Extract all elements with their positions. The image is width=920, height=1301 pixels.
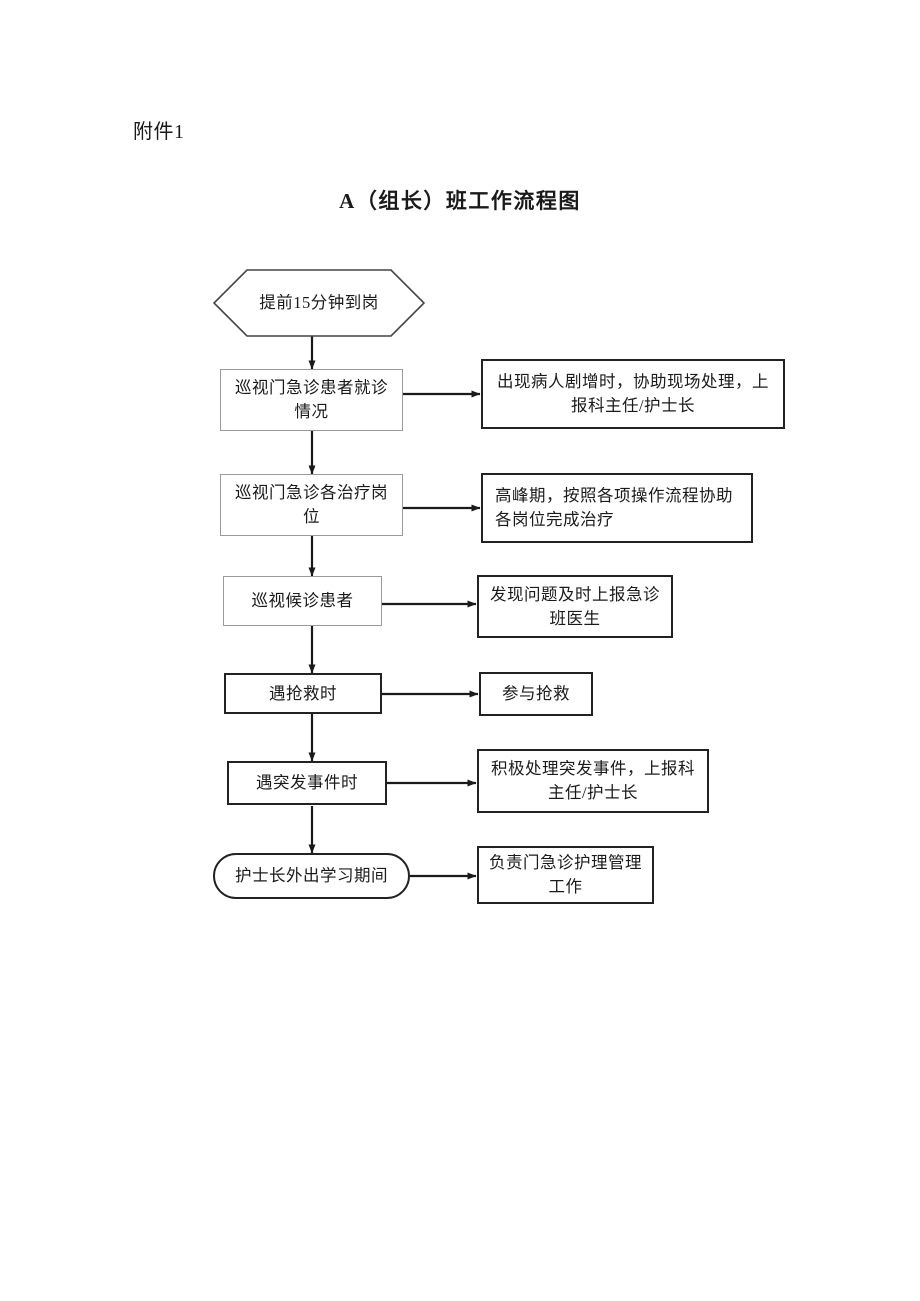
- flow-note-6-label: 负责门急诊护理管理工作: [489, 853, 642, 896]
- flow-note-4-label: 参与抢救: [502, 684, 570, 704]
- flow-step-3-label: 巡视候诊患者: [251, 591, 354, 611]
- flow-step-2[interactable]: 巡视门急诊各治疗岗位: [220, 474, 403, 536]
- flow-step-6-label: 护士长外出学习期间: [235, 866, 388, 886]
- attachment-label: 附件1: [133, 121, 185, 143]
- flow-note-3[interactable]: 发现问题及时上报急诊班医生: [477, 575, 673, 638]
- flow-step-5[interactable]: 遇突发事件时: [227, 761, 387, 805]
- flow-step-1-label: 巡视门急诊患者就诊情况: [235, 378, 388, 421]
- flow-start-node[interactable]: 提前15分钟到岗: [213, 269, 425, 337]
- flow-note-2[interactable]: 高峰期，按照各项操作流程协助各岗位完成治疗: [481, 473, 753, 543]
- flow-step-3[interactable]: 巡视候诊患者: [223, 576, 382, 626]
- flow-step-4-label: 遇抢救时: [269, 683, 337, 703]
- flow-note-1[interactable]: 出现病人剧增时，协助现场处理，上报科主任/护士长: [481, 359, 785, 429]
- flow-note-4[interactable]: 参与抢救: [479, 672, 593, 716]
- flow-step-5-label: 遇突发事件时: [256, 773, 358, 793]
- flow-note-1-label: 出现病人剧增时，协助现场处理，上报科主任/护士长: [497, 372, 769, 415]
- flow-note-5-label: 积极处理突发事件，上报科主任/护士长: [491, 759, 695, 802]
- flow-note-2-label: 高峰期，按照各项操作流程协助各岗位完成治疗: [495, 486, 733, 529]
- flow-step-1[interactable]: 巡视门急诊患者就诊情况: [220, 369, 403, 431]
- flow-step-4[interactable]: 遇抢救时: [224, 673, 382, 714]
- flow-note-5[interactable]: 积极处理突发事件，上报科主任/护士长: [477, 749, 709, 813]
- flow-step-2-label: 巡视门急诊各治疗岗位: [235, 483, 388, 526]
- page-title: A（组长）班工作流程图: [339, 189, 581, 213]
- flow-start-label: 提前15分钟到岗: [259, 293, 379, 313]
- flow-note-6[interactable]: 负责门急诊护理管理工作: [477, 846, 654, 904]
- flow-step-6[interactable]: 护士长外出学习期间: [213, 853, 410, 899]
- flow-note-3-label: 发现问题及时上报急诊班医生: [490, 584, 660, 628]
- hexagon-shape: [213, 269, 425, 337]
